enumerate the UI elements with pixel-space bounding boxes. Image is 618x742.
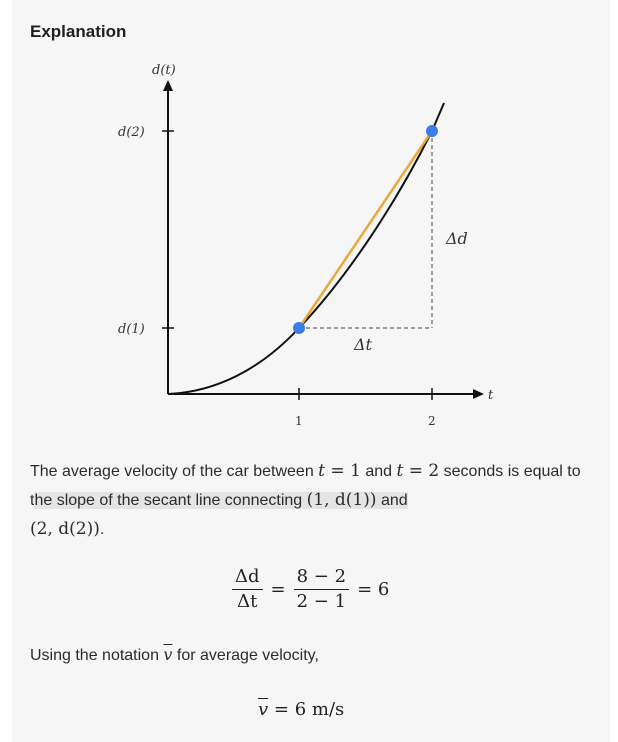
para-text: Using the notation — [30, 647, 164, 664]
fraction-delta: Δd Δt — [232, 566, 263, 613]
x-axis-arrow — [473, 389, 484, 399]
fraction-denominator: 2 − 1 — [296, 591, 347, 612]
fraction-numerator: 8 − 2 — [296, 566, 347, 587]
y-tick-label-d2: d(2) — [118, 125, 145, 140]
explanation-panel — [12, 0, 610, 742]
y-tick-label-d1: d(1) — [118, 322, 145, 337]
math-point-1: (1, d(1)) — [306, 490, 377, 510]
para-text: he slope of the secant line connecting — [34, 492, 307, 509]
explanation-heading: Explanation — [30, 22, 127, 41]
para-text: The average velocity of the car between — [30, 463, 319, 480]
highlighted-text: he slope of the secant line connecting (… — [34, 490, 408, 510]
para-text: seconds is equal to t — [30, 463, 581, 509]
equation-result: = 6 — [357, 579, 390, 600]
math-eq: = 2 — [403, 461, 440, 481]
slope-equation: Δd Δt = 8 − 2 2 − 1 = 6 — [232, 566, 397, 613]
delta-t-label: Δt — [353, 335, 373, 354]
x-axis-label: t — [488, 388, 494, 403]
para-text: and — [360, 463, 397, 480]
velocity-result: v = 6 m/s — [258, 699, 344, 720]
fraction-denominator: Δt — [237, 591, 258, 612]
x-tick-label-2: 2 — [428, 414, 436, 428]
result-value: = 6 m/s — [268, 699, 345, 720]
y-axis-label: d(t) — [152, 63, 176, 78]
equals-sign: = — [270, 579, 286, 600]
explanation-paragraph: The average velocity of the car between … — [30, 457, 590, 544]
fraction-numerator: Δd — [235, 566, 260, 587]
math-t: t — [396, 461, 404, 481]
point-2 — [426, 125, 438, 137]
v-bar-symbol: v — [163, 645, 173, 664]
velocity-graph: d(t) t d(2) d(1) 1 2 Δd Δt — [118, 63, 494, 428]
notation-paragraph: Using the notation v for average velocit… — [30, 645, 319, 665]
secant-line — [297, 130, 434, 329]
math-point-2: (2, d(2)) — [30, 519, 100, 539]
delta-d-label: Δd — [445, 229, 468, 248]
x-tick-label-1: 1 — [295, 414, 303, 428]
math-t: t — [318, 461, 326, 481]
position-curve — [167, 102, 445, 395]
math-eq: = 1 — [325, 461, 361, 481]
para-text: . — [99, 521, 105, 538]
para-text: for average velocity, — [172, 647, 319, 664]
v-bar-symbol: v — [258, 699, 269, 720]
para-text: and — [376, 492, 408, 509]
point-1 — [293, 322, 305, 334]
fraction-values: 8 − 2 2 − 1 — [293, 566, 350, 613]
y-axis-arrow — [163, 80, 173, 91]
